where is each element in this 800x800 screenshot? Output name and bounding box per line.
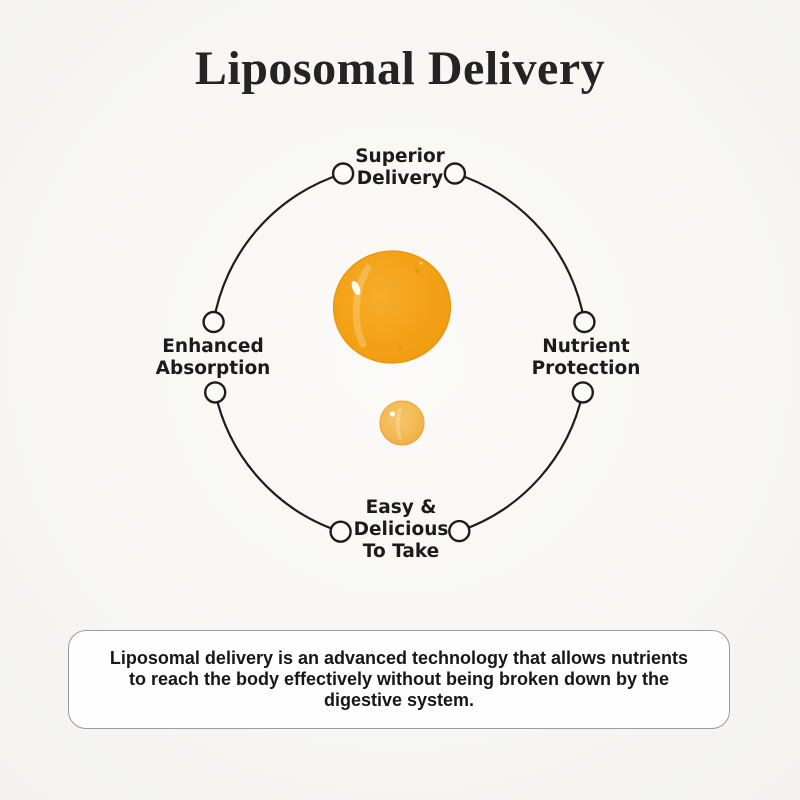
ring-node: [331, 162, 355, 185]
ring-arcs: [212, 172, 586, 533]
ring-arc-top-left: [212, 172, 345, 324]
highlight-streak: [395, 408, 402, 440]
ring-node: [443, 162, 467, 185]
ring-arc-bottom-left: [214, 391, 342, 533]
feature-label-nutrient-protection: Nutrient Protection: [531, 336, 641, 379]
ring-node: [202, 310, 225, 334]
oil-drop-small: [379, 400, 425, 446]
feature-label-easy-delicious: Easy & Delicious To Take: [353, 497, 449, 562]
ring-node: [571, 381, 594, 404]
ring-node: [448, 519, 471, 543]
ring-node: [573, 310, 596, 334]
ring-arc-bottom-right: [458, 391, 584, 533]
ring-nodes: [202, 162, 596, 543]
ring-node: [203, 381, 227, 404]
speck: [414, 268, 420, 274]
speck: [398, 345, 402, 349]
ring-node: [329, 520, 352, 543]
highlight-streak: [352, 264, 372, 348]
highlight-spot: [389, 411, 396, 417]
oil-drop-large: [332, 250, 452, 364]
feature-label-enhanced-absorption: Enhanced Absorption: [155, 336, 271, 379]
highlight-spot: [351, 280, 361, 296]
speck: [419, 261, 423, 265]
description-box: Liposomal delivery is an advanced techno…: [68, 630, 730, 729]
ring-arc-top-right: [453, 172, 586, 324]
feature-label-superior-delivery: Superior Delivery: [355, 146, 445, 189]
page-title: Liposomal Delivery: [194, 42, 606, 95]
description-text: Liposomal delivery is an advanced techno…: [109, 648, 689, 710]
